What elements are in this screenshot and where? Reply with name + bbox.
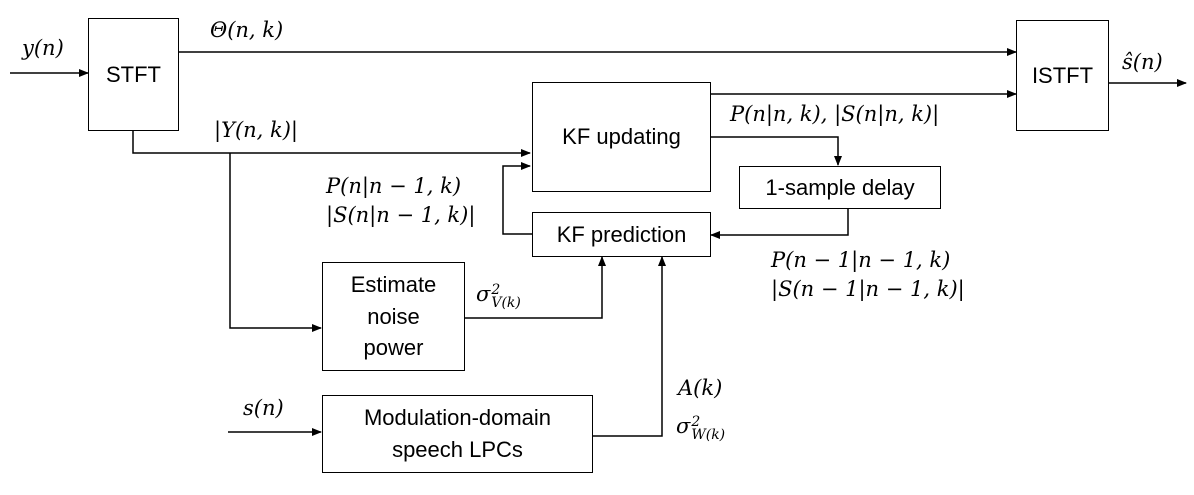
prediction-to-update-line [502, 162, 532, 235]
istft-block: ISTFT [1016, 20, 1109, 131]
prediction-output-label: P(n|n − 1, k) |S(n|n − 1, k)| [326, 174, 476, 228]
input-signal-label: y(n) [22, 36, 64, 60]
output-signal-label: ŝ(n) [1122, 50, 1163, 74]
noise-to-prediction-line [465, 256, 606, 319]
magnitude-to-noise-line [229, 153, 322, 332]
noise-estimate-block: Estimate noise power [322, 262, 465, 371]
lpc-to-prediction-line [593, 256, 666, 437]
delay-to-prediction-line [710, 209, 849, 239]
magnitude-line [132, 131, 531, 157]
clean-input-label: s(n) [243, 396, 284, 420]
stft-block: STFT [88, 18, 179, 131]
phase-label: Θ(n, k) [210, 18, 284, 42]
update-to-delay-line [710, 136, 842, 166]
kf-prediction-block: KF prediction [532, 212, 711, 257]
delay-output-label: P(n − 1|n − 1, k) |S(n − 1|n − 1, k)| [771, 248, 965, 302]
lpc-coefficient-label: A(k) [678, 376, 723, 400]
magnitude-label: |Y(n, k)| [214, 118, 298, 142]
delay-block: 1-sample delay [739, 166, 941, 209]
lpc-block: Modulation-domain speech LPCs [322, 395, 593, 473]
kf-updating-block: KF updating [532, 82, 711, 192]
update-output-label: P(n|n, k), |S(n|n, k)| [730, 102, 940, 126]
